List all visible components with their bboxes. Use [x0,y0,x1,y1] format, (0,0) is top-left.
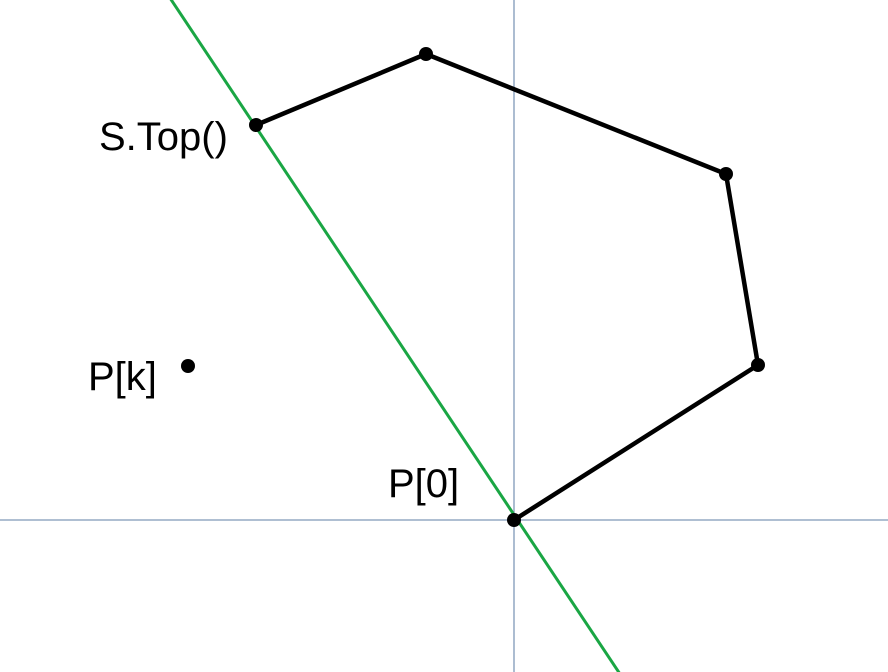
hull-vertex-origin [507,513,521,527]
tangent-line [169,0,621,672]
stack-top-label: S.Top() [99,115,228,159]
hull-vertex-stack-top [249,118,263,132]
hull-vertex [419,47,433,61]
origin-point-label: P[0] [388,462,459,506]
hull-chain [253,51,761,523]
hull-vertex [719,167,733,181]
candidate-point [181,359,195,373]
hull-vertex [751,358,765,372]
candidate-point-label: P[k] [88,355,157,399]
